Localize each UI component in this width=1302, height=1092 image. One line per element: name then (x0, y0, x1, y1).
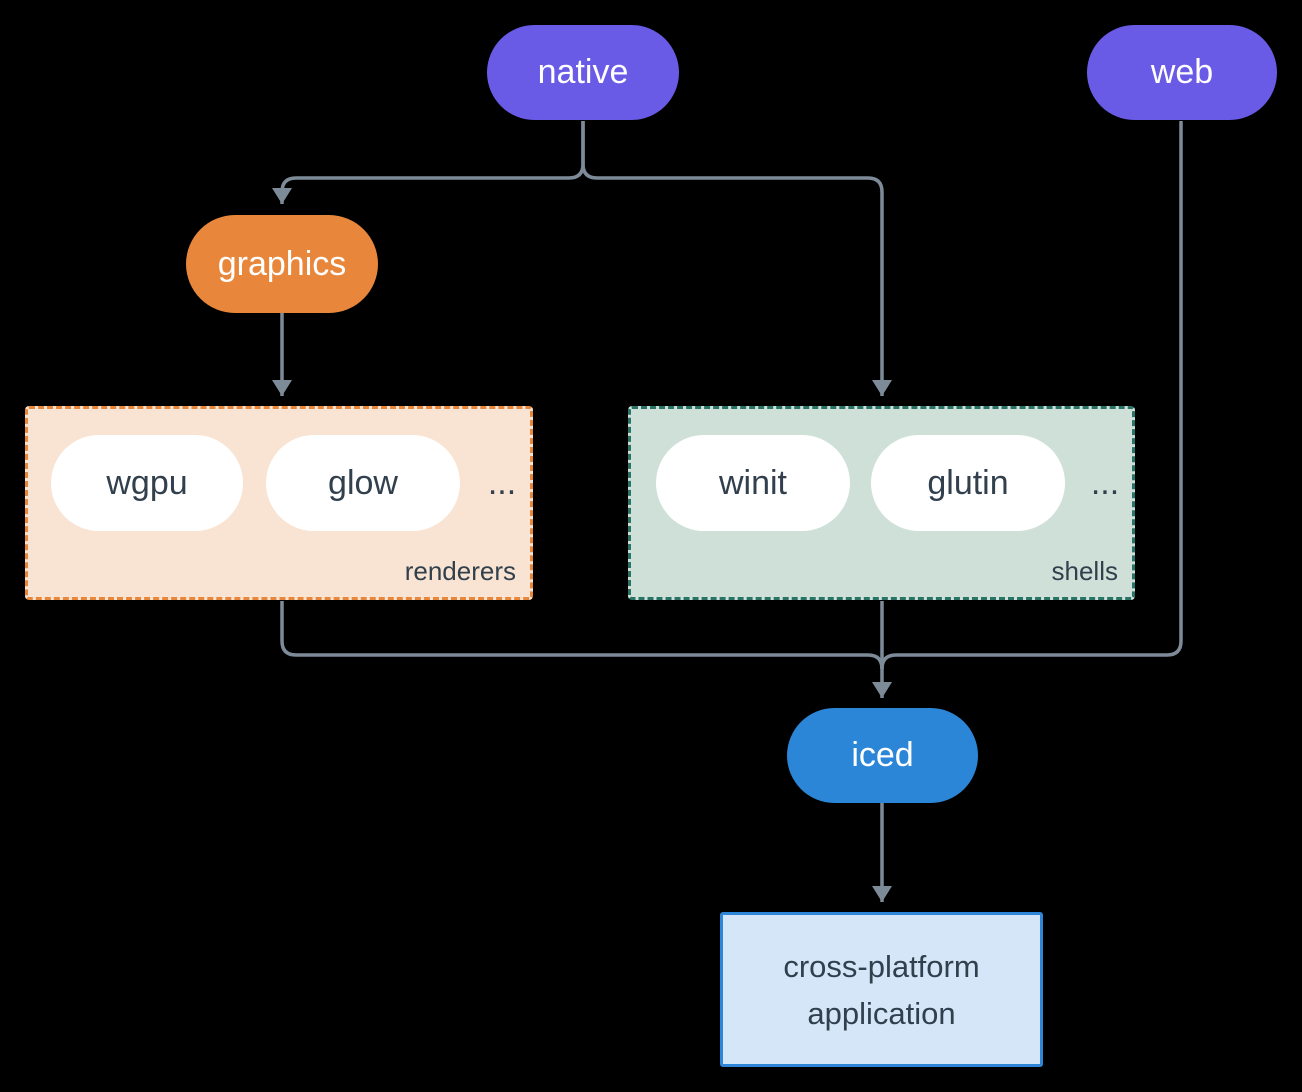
renderers-group-label: renderers (404, 556, 516, 586)
node-wgpu-label: wgpu (106, 463, 188, 502)
node-glow-label: glow (328, 463, 398, 502)
node-native-label: native (537, 53, 629, 91)
node-glow: glow (266, 435, 460, 531)
application-label-line1: cross-platform (783, 948, 980, 984)
renderers-ellipsis: ... (487, 463, 517, 502)
edge-native-graphics (272, 121, 585, 204)
node-graphics-label: graphics (217, 244, 347, 283)
node-winit: winit (656, 435, 850, 531)
shells-group-label: shells (1051, 556, 1118, 586)
node-iced-label: iced (851, 736, 914, 774)
node-winit-label: winit (718, 463, 788, 502)
node-graphics: graphics (186, 215, 378, 313)
group-shells: winit glutin ... shells (628, 406, 1135, 600)
node-cross-platform-application: cross-platform application (720, 912, 1043, 1067)
edge-native-shells (581, 121, 892, 396)
node-web: web (1087, 25, 1277, 120)
node-native: native (487, 25, 679, 120)
node-glutin-label: glutin (927, 463, 1009, 502)
node-iced: iced (787, 708, 978, 803)
node-glutin: glutin (871, 435, 1065, 531)
node-wgpu: wgpu (51, 435, 243, 531)
shells-ellipsis: ... (1090, 463, 1120, 502)
group-renderers: wgpu glow ... renderers (25, 406, 533, 600)
node-web-label: web (1150, 53, 1214, 91)
application-label-line2: application (807, 995, 956, 1031)
edge-renderers-iced (280, 601, 884, 670)
